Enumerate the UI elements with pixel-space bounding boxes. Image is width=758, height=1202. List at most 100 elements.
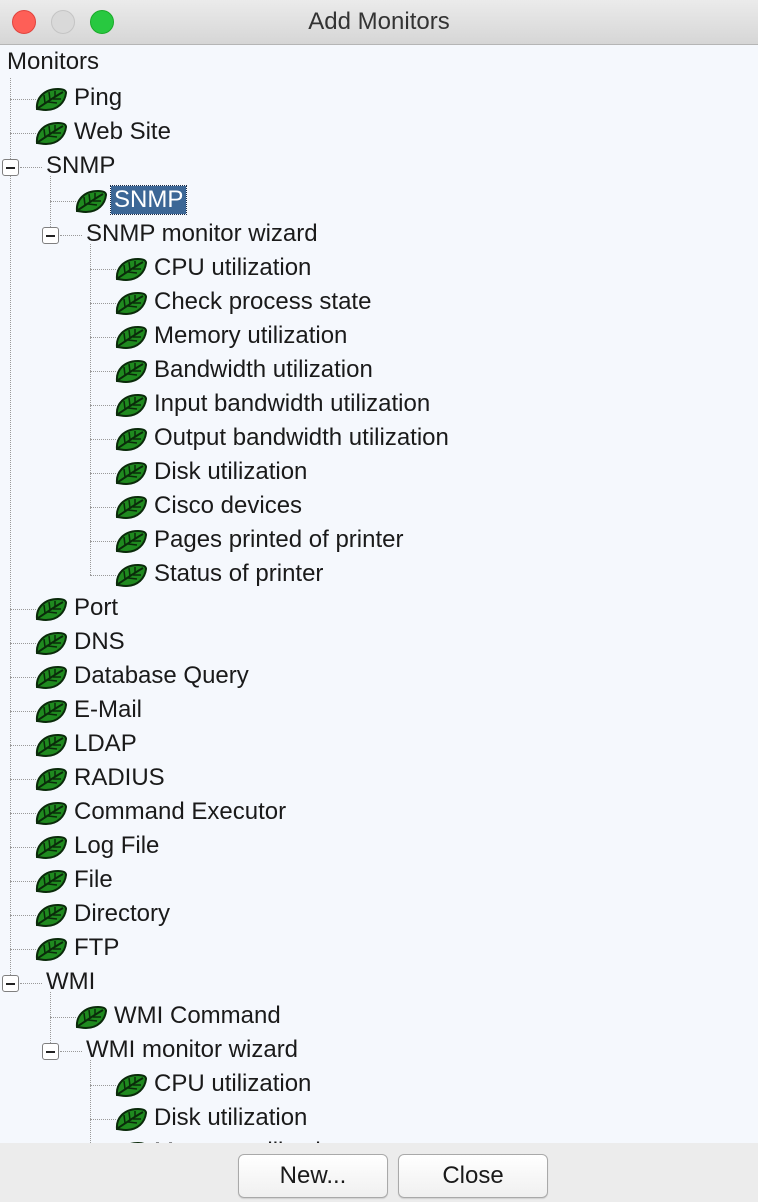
tree-item[interactable]: Web Site xyxy=(74,118,171,145)
tree-connector-line xyxy=(90,244,91,575)
leaf-icon xyxy=(75,189,108,214)
zoom-window-button[interactable] xyxy=(90,10,114,34)
tree-item[interactable]: Pages printed of printer xyxy=(154,526,404,553)
tree-item[interactable]: Ping xyxy=(74,84,123,111)
leaf-icon xyxy=(115,461,148,486)
tree-connector-line xyxy=(90,1119,116,1120)
tree-connector-line xyxy=(60,1051,82,1052)
leaf-icon xyxy=(35,665,68,690)
tree-item[interactable]: Bandwidth utilization xyxy=(154,356,373,383)
tree-item[interactable]: Database Query xyxy=(74,662,249,689)
tree-connector-line xyxy=(50,1017,76,1018)
tree-connector-line xyxy=(90,541,116,542)
window-title: Add Monitors xyxy=(308,8,450,35)
close-button[interactable]: Close xyxy=(398,1154,548,1198)
leaf-icon xyxy=(35,631,68,656)
tree-item[interactable]: CPU utilization xyxy=(154,254,312,281)
tree-connector-line xyxy=(10,813,36,814)
tree-connector-line xyxy=(90,371,116,372)
leaf-icon xyxy=(35,121,68,146)
tree-connector-line xyxy=(50,992,51,1051)
leaf-icon xyxy=(35,767,68,792)
tree-connector-line xyxy=(10,133,36,134)
leaf-icon xyxy=(75,1005,108,1030)
minimize-window-button[interactable] xyxy=(51,10,75,34)
tree-connector-line xyxy=(10,711,36,712)
leaf-icon xyxy=(115,529,148,554)
tree-connector-line xyxy=(90,303,116,304)
leaf-icon xyxy=(35,699,68,724)
tree-folder-label[interactable]: SNMP xyxy=(46,152,116,179)
tree-item[interactable]: Port xyxy=(74,594,119,621)
tree-item[interactable]: Input bandwidth utilization xyxy=(154,390,431,417)
tree-connector-line xyxy=(10,745,36,746)
tree-connector-line xyxy=(90,337,116,338)
tree-connector-line xyxy=(90,405,116,406)
leaf-icon xyxy=(115,495,148,520)
tree-item[interactable]: Memory utilization xyxy=(154,322,348,349)
tree-item[interactable]: Directory xyxy=(74,900,171,927)
tree-item[interactable]: Disk utilization xyxy=(154,458,308,485)
tree-item[interactable]: DNS xyxy=(74,628,125,655)
tree-connector-line xyxy=(10,677,36,678)
tree-item-selected[interactable]: SNMP xyxy=(109,185,188,215)
tree-connector-line xyxy=(20,167,42,168)
tree-root-label[interactable]: Monitors xyxy=(7,48,100,75)
tree-item[interactable]: Disk utilization xyxy=(154,1104,308,1131)
tree-item[interactable]: FTP xyxy=(74,934,120,961)
leaf-icon xyxy=(35,87,68,112)
tree-item[interactable]: LDAP xyxy=(74,730,137,757)
leaf-icon xyxy=(35,597,68,622)
tree-connector-line xyxy=(20,983,42,984)
tree-item[interactable]: Command Executor xyxy=(74,798,287,825)
tree-item[interactable]: Cisco devices xyxy=(154,492,303,519)
tree-folder-label[interactable]: WMI xyxy=(46,968,96,995)
tree-item[interactable]: CPU utilization xyxy=(154,1070,312,1097)
tree-connector-line xyxy=(90,473,116,474)
collapse-toggle-icon[interactable] xyxy=(42,227,59,244)
button-bar: New... Close xyxy=(0,1143,758,1202)
leaf-icon xyxy=(35,869,68,894)
tree-connector-line xyxy=(50,176,51,235)
tree-item[interactable]: E-Mail xyxy=(74,696,143,723)
leaf-icon xyxy=(115,1107,148,1132)
tree-connector-line xyxy=(90,507,116,508)
leaf-icon xyxy=(35,801,68,826)
tree-item[interactable]: Status of printer xyxy=(154,560,324,587)
leaf-icon xyxy=(35,835,68,860)
tree-connector-line xyxy=(50,201,76,202)
tree-folder-label[interactable]: SNMP monitor wizard xyxy=(86,220,318,247)
tree-connector-line xyxy=(60,235,82,236)
leaf-icon xyxy=(115,359,148,384)
tree-item[interactable]: Output bandwidth utilization xyxy=(154,424,449,451)
tree-item[interactable]: Memory utilization xyxy=(154,1138,347,1143)
tree-connector-line xyxy=(10,949,36,950)
tree-connector-line xyxy=(90,269,116,270)
collapse-toggle-icon[interactable] xyxy=(2,159,19,176)
collapse-toggle-icon[interactable] xyxy=(42,1043,59,1060)
tree-item[interactable]: RADIUS xyxy=(74,764,165,791)
tree-item[interactable]: Log File xyxy=(74,832,160,859)
tree-folder-label[interactable]: WMI monitor wizard xyxy=(86,1036,299,1063)
tree-item[interactable]: Check process state xyxy=(154,288,372,315)
tree-connector-line xyxy=(90,575,116,576)
tree-connector-line xyxy=(10,643,36,644)
tree-connector-line xyxy=(90,1085,116,1086)
leaf-icon xyxy=(115,393,148,418)
tree-connector-line xyxy=(10,779,36,780)
new-button[interactable]: New... xyxy=(238,1154,388,1198)
collapse-toggle-icon[interactable] xyxy=(2,975,19,992)
tree-connector-line xyxy=(10,915,36,916)
tree-item[interactable]: File xyxy=(74,866,113,893)
tree-connector-line xyxy=(10,881,36,882)
leaf-icon xyxy=(115,1073,148,1098)
leaf-icon xyxy=(115,291,148,316)
tree-connector-line xyxy=(90,439,116,440)
leaf-icon xyxy=(115,325,148,350)
leaf-icon xyxy=(115,257,148,282)
title-bar[interactable]: Add Monitors xyxy=(0,0,758,45)
tree-connector-line xyxy=(10,99,36,100)
close-window-button[interactable] xyxy=(12,10,36,34)
tree-item[interactable]: WMI Command xyxy=(114,1002,281,1029)
